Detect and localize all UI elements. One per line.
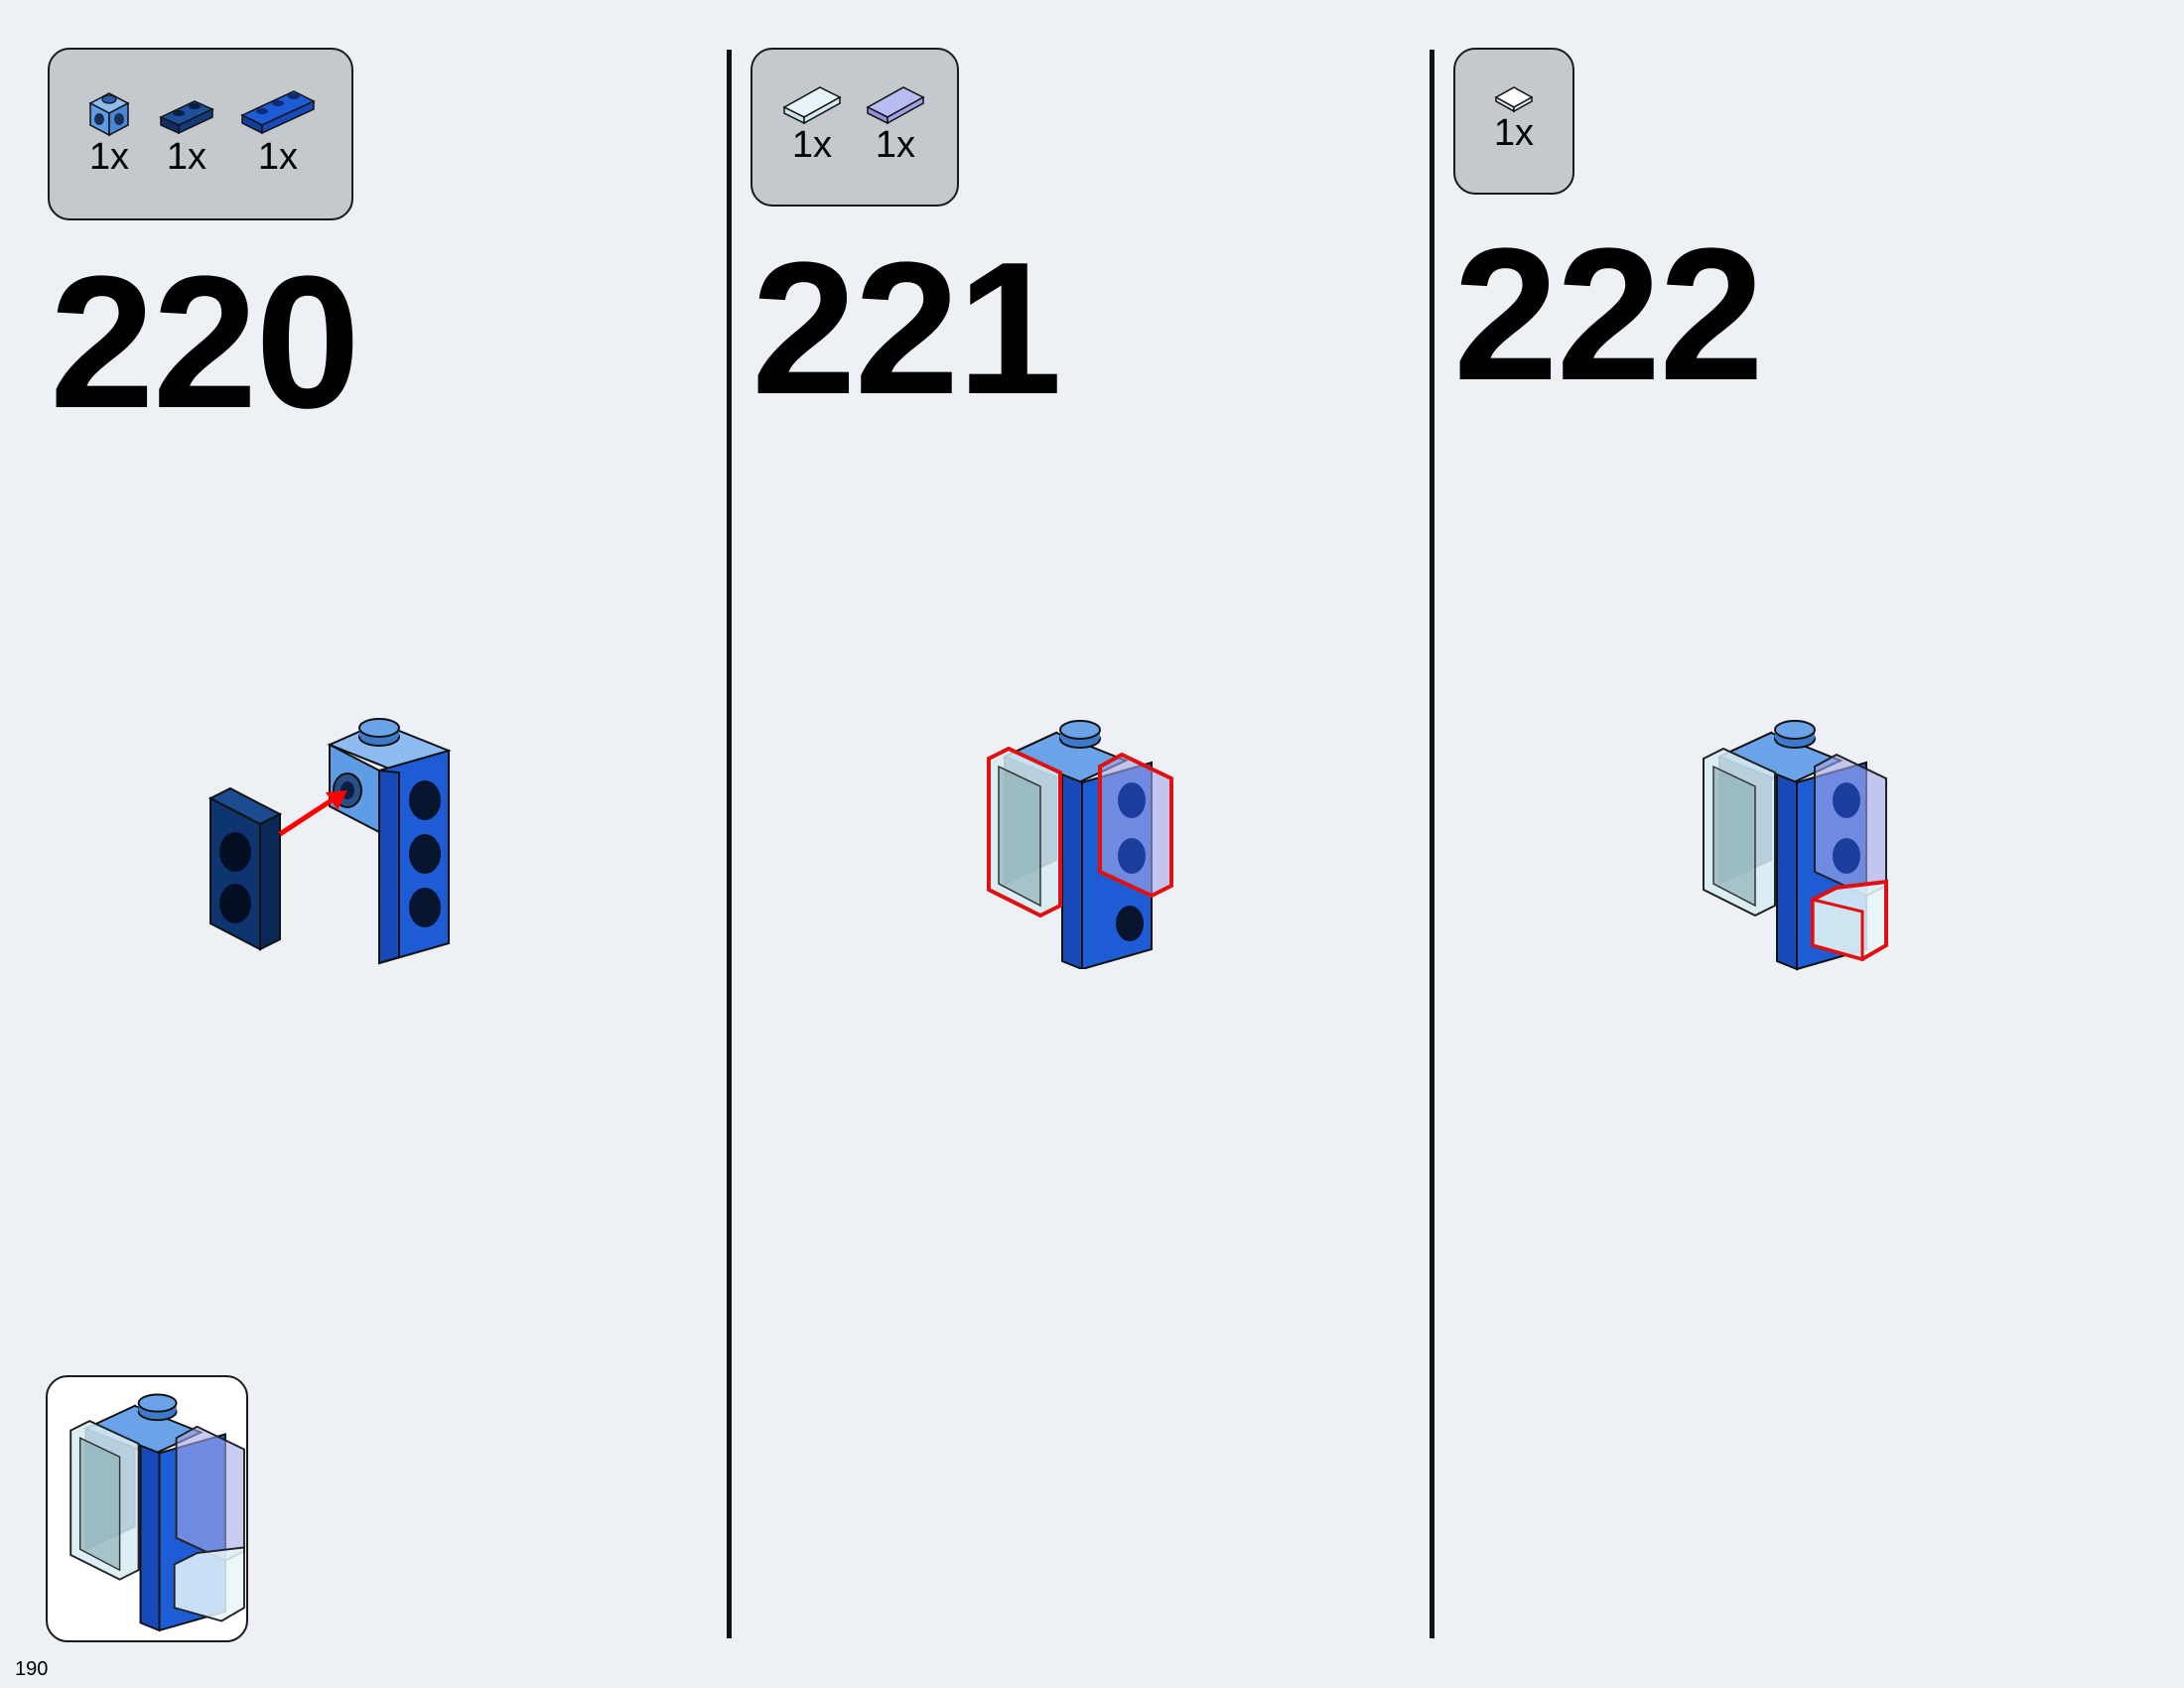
parts-list-step-222: 1x (1453, 48, 1574, 195)
step-number-221: 221 (751, 223, 1062, 434)
plate-1x2-icon (159, 100, 214, 135)
part-qty: 1x (166, 136, 207, 178)
red-arrow-icon (278, 790, 347, 837)
part-item: 1x (147, 97, 226, 177)
step-222-assembly-illustration (1703, 720, 1888, 971)
part-item: 1x (1474, 83, 1554, 153)
part-qty: 1x (257, 136, 299, 178)
submodel-preview-illustration (69, 1393, 245, 1632)
parts-list-step-220: 1x 1x 1x (48, 48, 353, 220)
step-number-220: 220 (50, 237, 360, 448)
part-item: 1x (856, 81, 935, 165)
dark-blue-plate-icon (207, 786, 283, 951)
part-item: 1x (69, 89, 149, 177)
trans-clear-1x1-tile-highlight (1811, 879, 1888, 962)
tile-1x2-trans-purple-icon (866, 86, 925, 125)
page-number: 190 (15, 1658, 49, 1680)
part-qty: 1x (875, 124, 916, 166)
tile-1x2-trans-clear-icon (782, 86, 842, 125)
plate-1x3-icon (240, 90, 316, 135)
part-qty: 1x (791, 124, 833, 166)
trans-clear-tile-highlight (987, 746, 1062, 918)
step-221-assembly-illustration (987, 720, 1173, 969)
column-divider-1 (727, 50, 732, 1638)
submodel-preview (46, 1375, 248, 1642)
part-item: 1x (238, 87, 318, 177)
part-qty: 1x (1493, 112, 1535, 154)
tile-1x1-trans-clear-icon (1494, 86, 1534, 113)
blue-brick-column-icon (378, 749, 450, 965)
parts-list-step-221: 1x 1x (751, 48, 959, 207)
trans-purple-tile-highlight (1098, 752, 1173, 899)
column-divider-2 (1430, 50, 1434, 1638)
part-qty: 1x (88, 136, 130, 178)
part-item: 1x (772, 81, 852, 165)
step-number-222: 222 (1453, 210, 1764, 420)
step-220-assembly-illustration (207, 718, 452, 965)
brick-1x1-studs-side-icon (88, 92, 130, 137)
